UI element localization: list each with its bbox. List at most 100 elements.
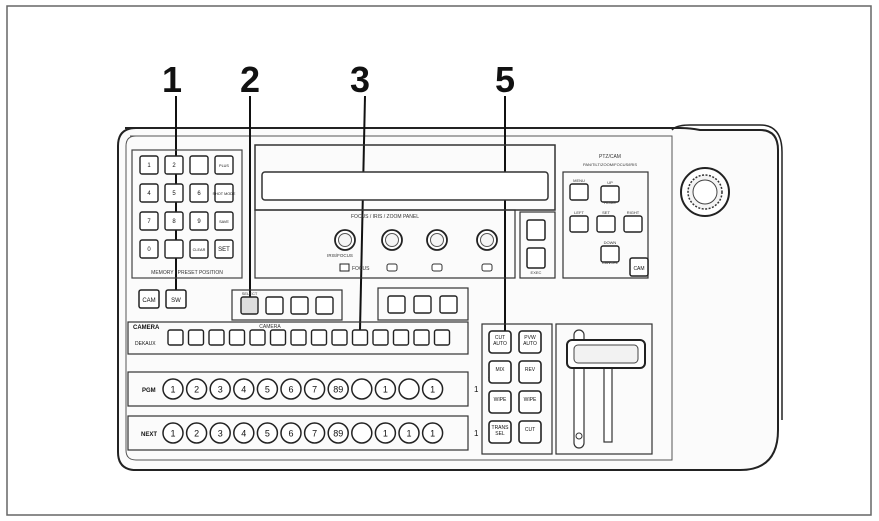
camera-key-3[interactable] — [208, 329, 225, 346]
next-key-9[interactable] — [351, 422, 373, 444]
focus-toggle-button[interactable]: FOCUS — [339, 263, 370, 272]
next-key-3[interactable]: 3 — [209, 422, 231, 444]
sw-button[interactable]: SW — [165, 289, 187, 309]
pgm-key-11[interactable] — [398, 378, 420, 400]
next-key-1[interactable]: 1 — [162, 422, 184, 444]
camera-key-13[interactable] — [413, 329, 430, 346]
numpad-key-6[interactable]: 5 — [164, 183, 184, 203]
numpad-key-3[interactable] — [189, 155, 209, 175]
numpad-key-14[interactable] — [164, 239, 184, 259]
transition-key-2-label-2: AUTO — [523, 341, 537, 347]
numpad-key-1[interactable]: 1 — [139, 155, 159, 175]
numpad-key-2[interactable]: 2 — [164, 155, 184, 175]
pgm-key-7[interactable]: 7 — [303, 378, 326, 400]
ptz-cam-button[interactable]: CAM — [629, 257, 649, 277]
transition-key-3[interactable]: MIX — [488, 360, 512, 384]
next-key-12[interactable]: 1 — [421, 422, 444, 444]
numpad-key-9[interactable]: 7 — [139, 211, 159, 231]
upper-mid-button-3[interactable] — [290, 296, 309, 315]
knob-4[interactable] — [476, 229, 498, 251]
numpad-key-8[interactable]: SHOT MODE — [213, 183, 236, 203]
upper-right-button-1[interactable] — [387, 295, 406, 314]
ptz-key-menu[interactable]: MENU — [569, 178, 589, 201]
ptz-key-set[interactable]: SET — [596, 210, 616, 233]
camera-key-10[interactable] — [351, 329, 369, 346]
pgm-key-5[interactable]: 5 — [256, 378, 279, 400]
pgm-key-12[interactable]: 1 — [421, 378, 444, 400]
pgm-key-1[interactable]: 1 — [162, 378, 184, 400]
camera-key-14[interactable] — [433, 329, 451, 346]
upper-mid-button-1[interactable]: SELECT — [240, 291, 259, 315]
pgm-key-3[interactable]: 3 — [209, 378, 231, 400]
camera-key-5[interactable] — [249, 329, 266, 346]
numpad-key-7[interactable]: 6 — [189, 183, 209, 203]
numpad-key-12[interactable]: SAVE — [214, 211, 234, 231]
next-bus-label: NEXT — [141, 432, 157, 438]
numpad-key-10[interactable]: 8 — [164, 211, 184, 231]
numpad-key-4[interactable]: PLUS — [214, 155, 234, 175]
camera-key-7[interactable] — [290, 329, 307, 346]
lcd-display — [261, 171, 549, 201]
pgm-key-4[interactable]: 4 — [233, 378, 255, 400]
camera-key-11[interactable] — [372, 329, 389, 346]
ptz-key-left[interactable]: LEFT — [569, 210, 589, 233]
upper-right-button-2[interactable] — [413, 295, 432, 314]
pgm-key-2[interactable]: 2 — [185, 378, 208, 400]
pgm-key-10[interactable]: 1 — [374, 378, 397, 400]
camera-key-9[interactable] — [331, 329, 348, 346]
ptz-key-down[interactable]: DOWN — [600, 240, 620, 263]
next-key-7[interactable]: 7 — [303, 422, 326, 444]
transition-key-7-label-1: TRANS — [492, 425, 510, 431]
numpad-key-16[interactable]: SET — [214, 239, 234, 259]
transition-key-5[interactable]: WIPE — [488, 390, 512, 414]
pgm-bus-panel — [127, 371, 469, 407]
knob-3[interactable] — [426, 229, 448, 251]
ptz-key-up[interactable]: UP — [600, 180, 620, 203]
knob-1[interactable] — [334, 229, 356, 251]
upper-mid-button-4[interactable] — [315, 296, 334, 315]
camera-key-4[interactable] — [228, 329, 246, 346]
next-key-11[interactable]: 1 — [398, 422, 420, 444]
camera-key-6[interactable] — [269, 329, 287, 346]
transition-key-8[interactable]: CUT — [518, 420, 542, 444]
upper-buttons-mid-panel — [231, 289, 343, 321]
numpad-key-13[interactable]: 0 — [139, 239, 159, 259]
transition-key-7-label-2: SEL — [495, 431, 505, 437]
numpad-key-15[interactable]: CLEAR — [189, 239, 209, 259]
transition-key-2-label-1: PVW — [524, 335, 536, 341]
joystick[interactable] — [680, 167, 730, 217]
fader-indicator — [575, 432, 583, 440]
numpad-key-11[interactable]: 9 — [189, 211, 209, 231]
side-button-top[interactable] — [526, 219, 546, 241]
next-key-4[interactable]: 4 — [233, 422, 255, 444]
upper-right-button-3[interactable] — [439, 295, 458, 314]
pgm-key-9[interactable] — [351, 378, 373, 400]
ptz-key-cancel[interactable]: CANCEL — [602, 260, 619, 265]
pgm-key-8[interactable]: 89 — [327, 378, 349, 400]
numpad-key-5[interactable]: 4 — [139, 183, 159, 203]
transition-key-4[interactable]: REV — [518, 360, 542, 384]
next-key-6[interactable]: 6 — [280, 422, 302, 444]
camera-key-8[interactable] — [310, 329, 328, 346]
side-button-exec-label: EXEC — [531, 270, 542, 275]
fader-lever[interactable] — [566, 339, 646, 369]
transition-key-6[interactable]: WIPE — [518, 390, 542, 414]
numpad-key-10-label: 8 — [172, 219, 176, 225]
next-key-2[interactable]: 2 — [185, 422, 208, 444]
cam-button[interactable]: CAM — [138, 289, 160, 309]
knob-2[interactable] — [381, 229, 403, 251]
side-button-exec[interactable]: EXEC — [526, 247, 546, 275]
camera-key-12[interactable] — [392, 329, 410, 346]
ptz-key-home[interactable]: HOME — [604, 200, 616, 205]
camera-key-1[interactable] — [167, 329, 184, 346]
camera-key-2[interactable] — [187, 329, 205, 346]
next-key-5[interactable]: 5 — [256, 422, 279, 444]
pgm-key-6[interactable]: 6 — [280, 378, 302, 400]
upper-mid-button-2[interactable] — [265, 296, 284, 315]
next-key-8[interactable]: 89 — [327, 422, 349, 444]
ptz-key-right[interactable]: RIGHT — [623, 210, 643, 233]
next-key-10[interactable]: 1 — [374, 422, 397, 444]
